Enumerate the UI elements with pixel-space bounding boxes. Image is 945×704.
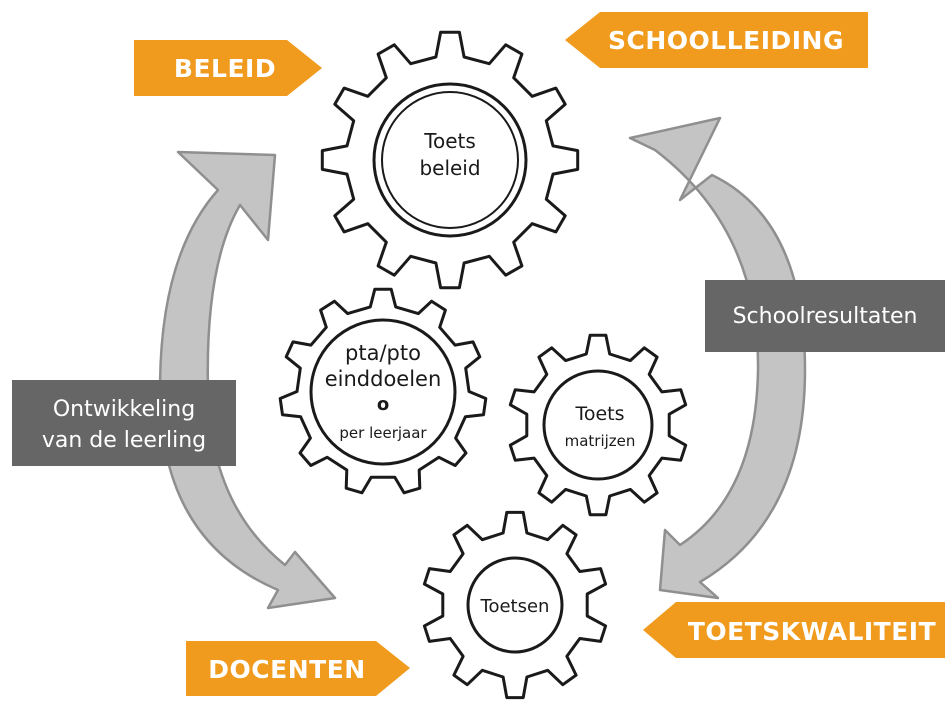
- tag-beleid: BELEID: [134, 40, 322, 96]
- gear-outline: [422, 510, 608, 700]
- gear-outline: [320, 30, 580, 290]
- gear-outer-ring: [372, 82, 528, 238]
- box-schoolresultaten: Schoolresultaten: [705, 280, 945, 352]
- box-ontwikkeling-leerling: Ontwikkeling van de leerling: [12, 380, 236, 466]
- tag-arrow-shape: [186, 641, 410, 696]
- gear-label-line3: per leerjaar: [339, 424, 427, 442]
- box-label: Schoolresultaten: [733, 304, 918, 329]
- tag-label: DOCENTEN: [208, 655, 365, 684]
- tag-arrow-shape: [643, 602, 945, 658]
- gear-symbol: o: [377, 394, 389, 415]
- gear-toetsen: Toetsen: [422, 510, 608, 700]
- tag-arrow-shape: [134, 40, 322, 96]
- tag-label: BELEID: [174, 54, 276, 83]
- gear-label-line2: matrijzen: [565, 432, 636, 450]
- box-background: [12, 380, 236, 466]
- gear-label-line1: Toets: [574, 403, 624, 425]
- gear-outline: [508, 333, 688, 517]
- box-label-line2: van de leerling: [42, 428, 206, 453]
- box-background: [705, 280, 945, 352]
- gear-label-line2: beleid: [419, 156, 480, 180]
- gear-label-line1: Toets: [423, 129, 476, 153]
- tag-label: SCHOOLLEIDING: [608, 26, 844, 55]
- gear-label-line2: einddoelen: [325, 367, 442, 391]
- gear-outer-ring: [542, 369, 654, 481]
- tag-label: TOETSKWALITEIT: [688, 617, 936, 646]
- gear-inner-ring: [381, 91, 519, 229]
- gear-pta-pto: pta/pto einddoelen o per leerjaar: [278, 287, 488, 495]
- tag-docenten: DOCENTEN: [186, 641, 410, 696]
- tag-schoolleiding: SCHOOLLEIDING: [565, 12, 868, 68]
- gear-outer-ring: [309, 318, 457, 466]
- tag-toetskwaliteit: TOETSKWALITEIT: [643, 602, 945, 658]
- gear-label: Toetsen: [480, 596, 550, 617]
- gear-inner-circle: [466, 556, 564, 654]
- tag-arrow-shape: [565, 12, 868, 68]
- gear-toets-beleid: Toets beleid: [320, 30, 580, 290]
- gear-label-line1: pta/pto: [345, 341, 421, 365]
- box-label-line1: Ontwikkeling: [53, 397, 195, 422]
- gear-toets-matrijzen: Toets matrijzen: [508, 333, 688, 517]
